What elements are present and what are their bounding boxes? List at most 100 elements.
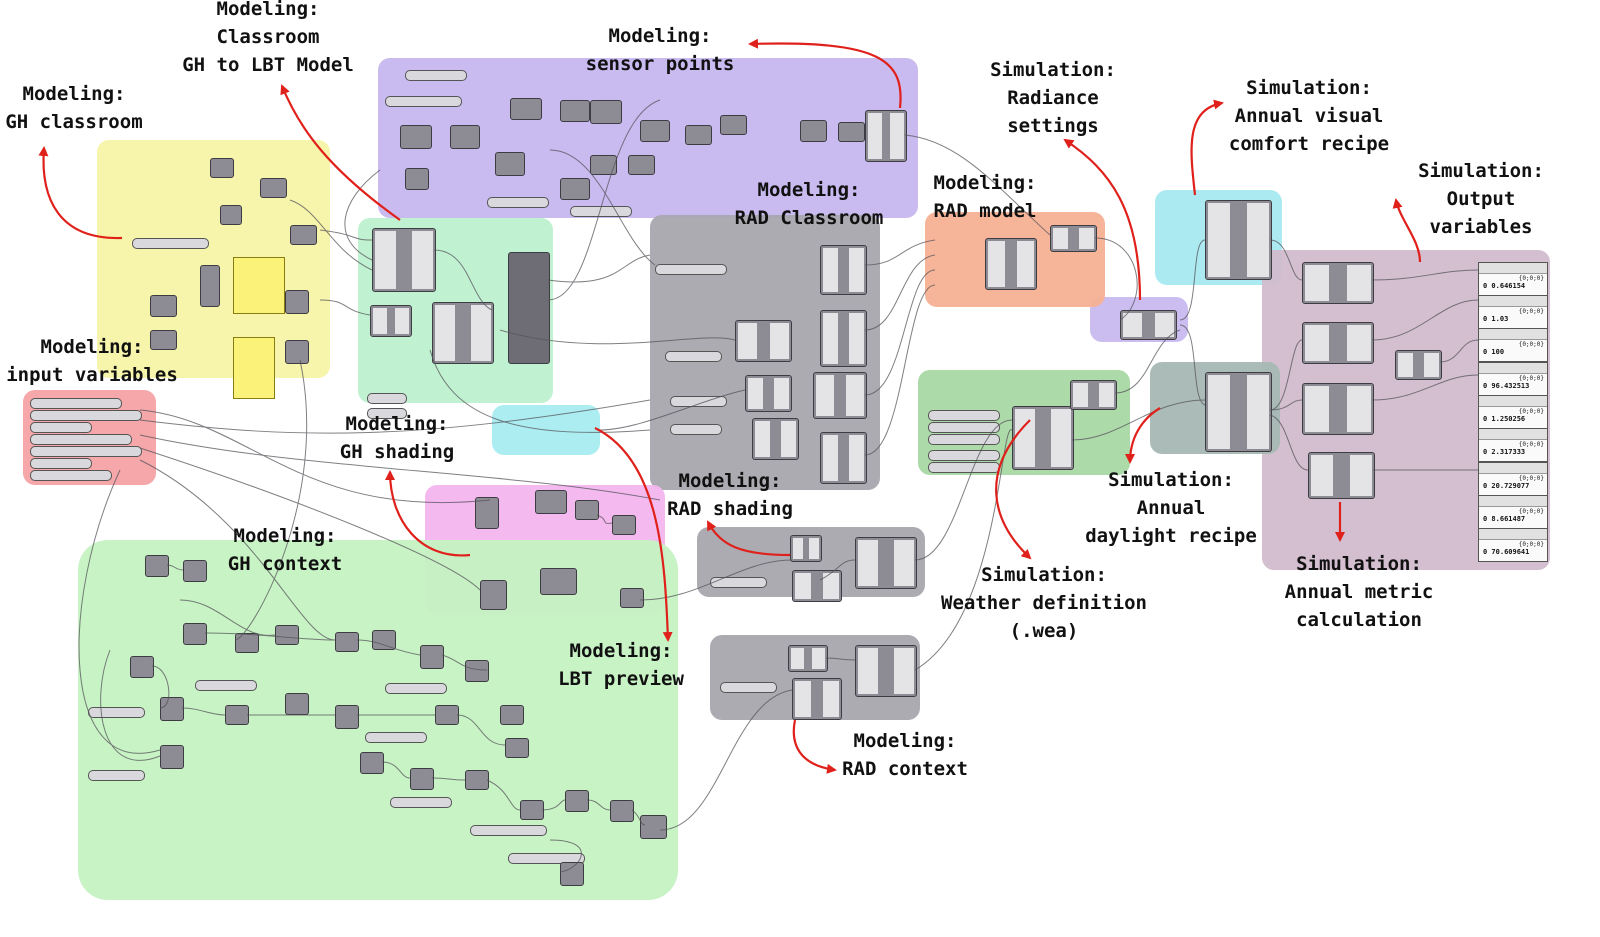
component-node[interactable] (145, 555, 169, 577)
component-node[interactable] (540, 568, 577, 595)
component-node[interactable] (1302, 322, 1374, 364)
component-node[interactable] (792, 570, 842, 602)
component-node[interactable] (450, 125, 480, 149)
number-slider[interactable] (30, 398, 122, 409)
component-node[interactable] (790, 535, 822, 562)
component-node[interactable] (1395, 350, 1442, 380)
number-slider[interactable] (670, 396, 727, 407)
component-node[interactable] (752, 418, 799, 460)
component-node[interactable] (535, 490, 567, 514)
number-slider[interactable] (132, 238, 209, 249)
component-node[interactable] (1070, 380, 1117, 410)
component-node[interactable] (612, 515, 636, 535)
component-node[interactable] (620, 588, 644, 608)
number-slider[interactable] (390, 797, 452, 808)
component-node[interactable] (855, 645, 917, 697)
component-node[interactable] (150, 295, 177, 317)
component-node[interactable] (792, 678, 842, 720)
number-slider[interactable] (30, 434, 132, 445)
number-slider[interactable] (655, 264, 727, 275)
component-node[interactable] (335, 705, 359, 729)
component-node[interactable] (405, 168, 429, 190)
component-node[interactable] (372, 630, 396, 650)
component-node[interactable] (183, 560, 207, 582)
number-slider[interactable] (670, 424, 722, 435)
number-slider[interactable] (720, 682, 777, 693)
component-node[interactable] (800, 120, 827, 142)
component-node[interactable] (1308, 452, 1375, 499)
component-node[interactable] (160, 745, 184, 769)
component-node[interactable] (475, 497, 499, 529)
number-slider[interactable] (928, 450, 1000, 461)
number-slider[interactable] (470, 825, 547, 836)
component-node[interactable] (820, 432, 867, 484)
component-node[interactable] (590, 100, 622, 124)
component-node[interactable] (560, 100, 590, 122)
component-node[interactable] (210, 158, 234, 178)
number-slider[interactable] (385, 96, 462, 107)
component-node[interactable] (855, 537, 917, 589)
number-slider[interactable] (928, 410, 1000, 421)
component-node[interactable] (640, 120, 670, 142)
component-node[interactable] (432, 302, 494, 364)
component-node[interactable] (1205, 200, 1272, 280)
number-slider[interactable] (365, 732, 427, 743)
component-node[interactable] (130, 656, 154, 678)
component-node[interactable] (508, 252, 550, 364)
component-node[interactable] (285, 340, 309, 364)
component-node[interactable] (500, 705, 524, 725)
component-node[interactable] (788, 645, 828, 672)
component-node[interactable] (838, 122, 865, 142)
number-slider[interactable] (367, 393, 407, 404)
component-node[interactable] (1302, 383, 1374, 435)
component-node[interactable] (183, 623, 207, 645)
component-node[interactable] (735, 320, 792, 362)
number-slider[interactable] (405, 70, 467, 81)
number-slider[interactable] (385, 683, 447, 694)
component-node[interactable] (370, 305, 412, 337)
component-node[interactable] (400, 125, 432, 149)
component-node[interactable] (1120, 310, 1177, 340)
component-node[interactable] (235, 633, 259, 653)
component-node[interactable] (820, 310, 867, 367)
component-node[interactable] (745, 375, 792, 412)
number-slider[interactable] (30, 446, 142, 457)
number-slider[interactable] (367, 408, 407, 419)
number-slider[interactable] (30, 470, 112, 481)
component-node[interactable] (200, 265, 220, 307)
component-node[interactable] (865, 110, 907, 162)
number-slider[interactable] (928, 422, 1000, 433)
component-node[interactable] (335, 632, 359, 652)
component-node[interactable] (575, 500, 599, 520)
component-node[interactable] (1205, 372, 1272, 452)
number-slider[interactable] (665, 351, 722, 362)
component-node[interactable] (1012, 406, 1074, 470)
component-node[interactable] (410, 768, 434, 790)
component-node[interactable] (420, 645, 444, 669)
number-slider[interactable] (30, 422, 92, 433)
component-node[interactable] (290, 225, 317, 245)
number-slider[interactable] (928, 434, 1000, 445)
component-node[interactable] (465, 660, 489, 682)
component-node[interactable] (495, 152, 525, 176)
number-slider[interactable] (195, 680, 257, 691)
component-node[interactable] (360, 752, 384, 774)
component-node[interactable] (505, 738, 529, 758)
component-node[interactable] (220, 205, 242, 225)
number-slider[interactable] (88, 770, 145, 781)
component-node[interactable] (640, 815, 667, 839)
component-node[interactable] (685, 125, 712, 145)
component-node[interactable] (275, 625, 299, 645)
component-node[interactable] (813, 372, 867, 419)
number-slider[interactable] (508, 853, 585, 864)
component-node[interactable] (560, 862, 584, 886)
component-node[interactable] (590, 155, 617, 175)
component-node[interactable] (985, 238, 1037, 290)
component-node[interactable] (465, 770, 489, 790)
component-node[interactable] (628, 155, 655, 175)
component-node[interactable] (510, 98, 542, 120)
number-slider[interactable] (30, 410, 142, 421)
component-node[interactable] (372, 228, 436, 292)
component-node[interactable] (565, 790, 589, 812)
